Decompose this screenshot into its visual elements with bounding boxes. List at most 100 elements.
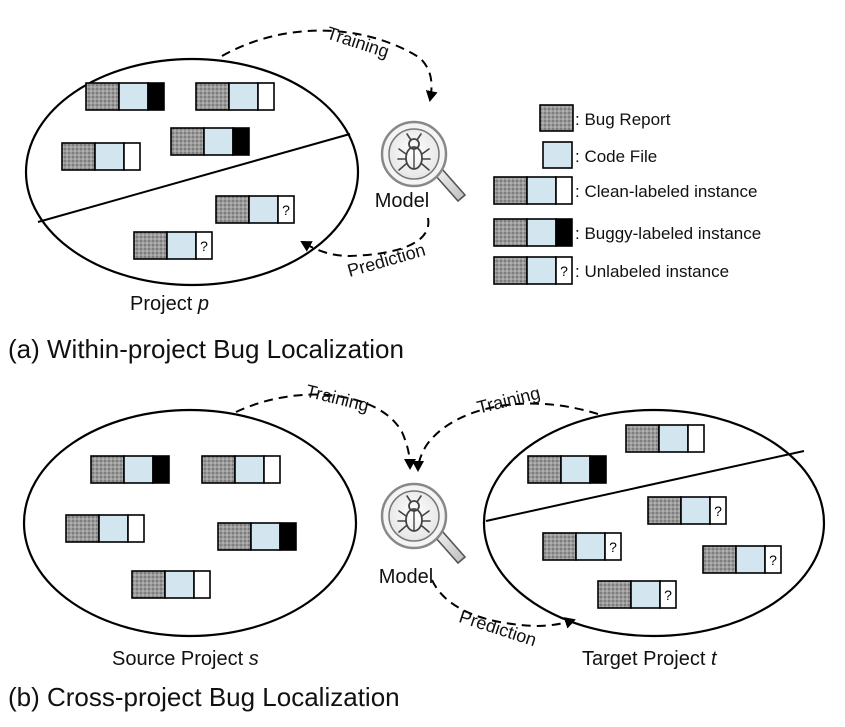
label-cell-clean [687,424,705,453]
code-file-cell [234,455,265,484]
code-file-cell [164,570,195,599]
label-cell-clean [555,176,573,205]
instance-buggy [90,455,170,484]
legend: : Bug Report : Code File : Clean-labeled i… [493,104,761,285]
bug-report-cell [215,195,250,224]
legend-item-unlabeled: ?: Unlabeled instance [493,256,729,285]
label-cell-clean [257,82,275,111]
panel-b: ???? Training Training Prediction Model … [8,381,826,712]
code-file-cell [123,455,154,484]
label-cell-buggy [589,455,607,484]
panel-a: ?? Training Prediction Model Project p (… [8,23,467,364]
bug-report-cell [217,522,252,551]
project-p-divider [37,133,351,223]
bug-report-cell [625,424,660,453]
bug-report-cell [597,580,632,609]
bug-report-cell [702,545,737,574]
code-file-cell [228,82,259,111]
bug-report-cell [170,127,205,156]
legend-label: : Clean-labeled instance [575,182,757,201]
legend-label: : Buggy-labeled instance [575,224,761,243]
code-file-cell [526,218,557,247]
target-project-labeled-instances [527,424,705,484]
label-cell-clean [123,142,141,171]
bug-report-cell [493,218,528,247]
code-file-cell [98,514,129,543]
training-label-left: Training [304,381,371,416]
prediction-arrow [300,217,430,258]
label-cell-buggy [147,82,165,111]
label-cell-buggy [555,218,573,247]
target-project-divider [485,450,805,522]
code-file-cell [526,176,557,205]
bug-report-cell [493,176,528,205]
source-project-label: Source Project s [112,648,259,670]
training-arrow [221,29,438,102]
target-project-unlabeled-instances: ???? [542,496,782,609]
label-cell-clean [193,570,211,599]
label-cell-buggy [279,522,297,551]
bug-report-cell [195,82,230,111]
prediction-label-b: Prediction [457,606,539,650]
instance-unlabeled: ? [542,532,622,561]
model-label: Model [375,190,429,212]
bug-magnifier-icon [380,482,467,565]
bug-report-cell [527,455,562,484]
code-file-cell [250,522,281,551]
label-cell-unlabeled [659,580,677,609]
legend-swatch-bug-report [539,104,574,132]
instance-buggy [170,127,250,156]
instance-buggy [493,218,573,247]
instance-buggy [527,455,607,484]
legend-item-buggy: : Buggy-labeled instance [493,218,761,247]
project-p-labeled-instances [61,82,275,171]
bug-report-cell [133,231,168,260]
label-cell-unlabeled [604,532,622,561]
code-file-cell [658,424,689,453]
prediction-label: Prediction [345,240,427,281]
instance-unlabeled: ? [215,195,295,224]
bug-report-cell [542,532,577,561]
instance-unlabeled: ? [133,231,213,260]
instance-clean [493,176,573,205]
model-label-b: Model [379,566,433,588]
code-file-cell [118,82,149,111]
bug-magnifier-icon [380,120,467,203]
bug-report-cell [647,496,682,525]
label-cell-unlabeled [709,496,727,525]
legend-item-bug_report: : Bug Report [539,104,671,132]
code-file-cell [166,231,197,260]
code-file-cell [526,256,557,285]
label-cell-unlabeled [764,545,782,574]
unlabeled-mark: ? [714,503,722,519]
code-file-cell [575,532,606,561]
label-cell-unlabeled [195,231,213,260]
training-arrow-right [412,402,599,472]
training-label-right: Training [475,383,542,418]
unlabeled-mark: ? [560,263,568,279]
instance-unlabeled: ? [702,545,782,574]
code-file-cell [203,127,234,156]
source-project-instances [65,455,297,599]
caption-b: (b) Cross-project Bug Localization [8,682,400,712]
bug-report-cell [493,256,528,285]
unlabeled-mark: ? [664,587,672,603]
prediction-arrow-b [431,579,576,629]
bug-report-cell [61,142,96,171]
code-file-cell [630,580,661,609]
bug-report-cell [201,455,236,484]
bug-report-cell [65,514,100,543]
bug-report-cell [131,570,166,599]
training-label: Training [324,23,391,62]
label-cell-clean [127,514,145,543]
bug-report-cell [90,455,125,484]
label-cell-unlabeled [555,256,573,285]
unlabeled-mark: ? [200,238,208,254]
label-cell-clean [263,455,281,484]
legend-item-code_file: : Code File [542,141,657,169]
code-file-cell [560,455,591,484]
label-cell-buggy [152,455,170,484]
code-file-cell [680,496,711,525]
instance-unlabeled: ? [647,496,727,525]
